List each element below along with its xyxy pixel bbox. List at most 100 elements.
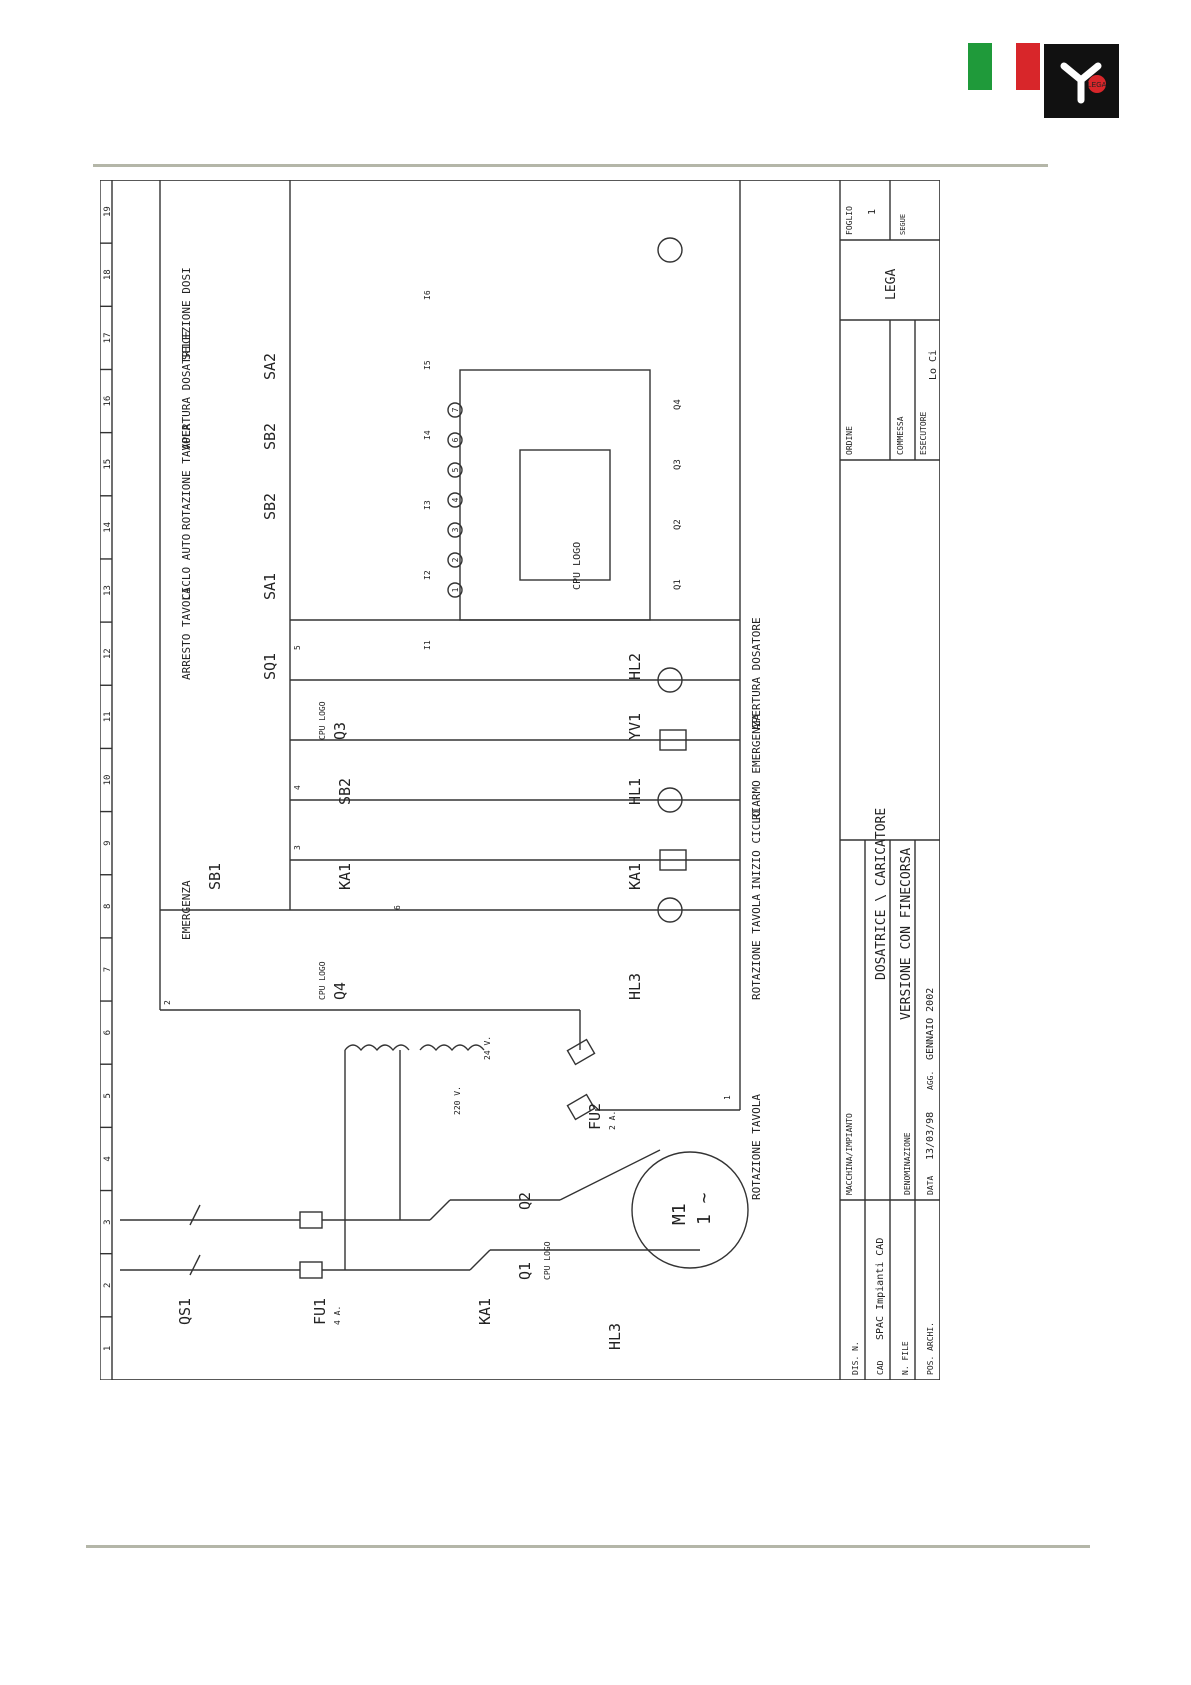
plc-terminal: 1 — [451, 587, 460, 592]
svg-text:Q3: Q3 — [331, 722, 349, 740]
column-number: 14 — [103, 522, 113, 533]
svg-text:FOGLIO: FOGLIO — [845, 206, 854, 235]
svg-text:SB2: SB2 — [261, 423, 279, 450]
column-number: 15 — [103, 459, 113, 470]
column-number: 2 — [103, 1283, 113, 1288]
svg-text:220 V.: 220 V. — [453, 1086, 462, 1115]
svg-text:ROTAZIONE TAVOLA: ROTAZIONE TAVOLA — [750, 1094, 763, 1200]
svg-text:Q2: Q2 — [516, 1192, 534, 1210]
svg-text:24 V.: 24 V. — [483, 1036, 492, 1060]
svg-text:CPU LOGO: CPU LOGO — [543, 1241, 552, 1280]
plc-input-label: I6 — [423, 290, 432, 300]
svg-text:CPU LOGO: CPU LOGO — [318, 701, 327, 740]
svg-text:SEGUE: SEGUE — [899, 214, 907, 235]
svg-text:ESECUTORE: ESECUTORE — [919, 411, 928, 455]
svg-text:APERTURA DOSATRICE: APERTURA DOSATRICE — [180, 331, 193, 450]
plc-input-label: I1 — [423, 640, 432, 650]
svg-text:AGG.: AGG. — [926, 1071, 935, 1090]
plc-terminal: 3 — [451, 527, 460, 532]
lega-logo: LEGA — [1044, 44, 1119, 118]
svg-text:POS. ARCHI.: POS. ARCHI. — [926, 1322, 935, 1375]
wire-number: 6 — [393, 905, 402, 910]
svg-text:ORDINE: ORDINE — [845, 426, 854, 455]
svg-text:SELEZIONE DOSI: SELEZIONE DOSI — [180, 267, 193, 360]
column-number: 5 — [103, 1093, 113, 1098]
cpu-logo-box — [459, 369, 651, 621]
footer-rule — [86, 1545, 1090, 1548]
column-number: 12 — [103, 648, 113, 659]
plc-output-label: Q2 — [673, 519, 683, 530]
svg-text:VERSIONE CON FINECORSA: VERSIONE CON FINECORSA — [899, 848, 914, 1020]
svg-text:GENNAIO 2002: GENNAIO 2002 — [925, 988, 936, 1060]
svg-text:SB1: SB1 — [206, 863, 224, 890]
column-number: 11 — [103, 711, 113, 722]
plc-terminal: 6 — [451, 437, 460, 442]
svg-text:1 ~: 1 ~ — [694, 1192, 715, 1225]
italian-flag-icon — [968, 43, 1040, 90]
svg-text:ROTAZIONE TAVOLA: ROTAZIONE TAVOLA — [750, 894, 763, 1000]
svg-text:CPU LOGO: CPU LOGO — [318, 961, 327, 1000]
svg-text:M1: M1 — [669, 1203, 690, 1225]
plc-input-label: I4 — [423, 430, 432, 440]
column-number: 8 — [103, 904, 113, 909]
svg-text:INIZIO CICLO: INIZIO CICLO — [750, 811, 763, 890]
plc-output-label: Q3 — [673, 459, 683, 470]
column-number: 4 — [103, 1156, 113, 1161]
column-number: 9 — [103, 840, 113, 845]
svg-text:RIARMO EMERGENZA: RIARMO EMERGENZA — [750, 714, 763, 820]
svg-text:Q1: Q1 — [516, 1262, 534, 1280]
column-number: 17 — [103, 332, 113, 343]
wire-number: 3 — [293, 845, 302, 850]
svg-text:HL3: HL3 — [606, 1323, 624, 1350]
svg-text:KA1: KA1 — [626, 863, 644, 890]
svg-text:Lo Ci: Lo Ci — [928, 350, 939, 380]
column-number: 6 — [103, 1030, 113, 1035]
svg-text:1: 1 — [867, 209, 878, 215]
svg-text:DATA: DATA — [926, 1176, 935, 1195]
svg-text:FU1: FU1 — [311, 1298, 329, 1325]
svg-text:SB2: SB2 — [336, 778, 354, 805]
column-number: 3 — [103, 1219, 113, 1224]
svg-text:YV1: YV1 — [626, 713, 644, 740]
svg-text:2 A.: 2 A. — [608, 1111, 617, 1130]
flag-band-white — [992, 43, 1016, 90]
plc-output-label: Q4 — [673, 399, 683, 410]
wire-number: 4 — [293, 785, 302, 790]
svg-text:DENOMINAZIONE: DENOMINAZIONE — [903, 1132, 912, 1195]
wire-number: 2 — [163, 1000, 172, 1005]
svg-text:CPU LOGO: CPU LOGO — [572, 542, 583, 590]
plc-input-label: I3 — [423, 500, 432, 510]
plc-terminal: 7 — [451, 407, 460, 412]
svg-text:APERTURA DOSATORE: APERTURA DOSATORE — [750, 617, 763, 730]
svg-text:KA1: KA1 — [336, 863, 354, 890]
wire-number: 5 — [293, 645, 302, 650]
column-number: 10 — [103, 775, 113, 786]
svg-text:SB2: SB2 — [261, 493, 279, 520]
plc-terminal: 5 — [451, 467, 460, 472]
svg-text:COMMESSA: COMMESSA — [896, 416, 905, 455]
column-number: 13 — [103, 585, 113, 596]
svg-text:LEGA: LEGA — [1088, 82, 1107, 89]
svg-text:SQ1: SQ1 — [261, 653, 279, 680]
svg-text:SPAC Impianti CAD: SPAC Impianti CAD — [875, 1238, 886, 1340]
svg-text:ROTAZIONE TAVOLA: ROTAZIONE TAVOLA — [180, 424, 193, 530]
plc-terminal: 2 — [451, 557, 460, 562]
svg-text:HL3: HL3 — [626, 973, 644, 1000]
svg-text:SA2: SA2 — [261, 353, 279, 380]
plc-input-label: I5 — [423, 360, 432, 370]
power-section — [120, 180, 749, 1279]
svg-text:KA1: KA1 — [476, 1298, 494, 1325]
flag-band-green — [968, 43, 992, 90]
plc-output-label: Q1 — [673, 579, 683, 590]
svg-text:DIS. N.: DIS. N. — [851, 1341, 860, 1375]
column-number: 7 — [103, 967, 113, 972]
svg-text:HL2: HL2 — [626, 653, 644, 680]
svg-text:QS1: QS1 — [176, 1298, 194, 1325]
svg-text:MACCHINA/IMPIANTO: MACCHINA/IMPIANTO — [845, 1113, 854, 1195]
svg-text:CICLO AUTO: CICLO AUTO — [180, 534, 193, 600]
svg-text:N. FILE: N. FILE — [901, 1341, 910, 1375]
flag-band-red — [1016, 43, 1040, 90]
svg-text:13/03/98: 13/03/98 — [925, 1112, 936, 1160]
